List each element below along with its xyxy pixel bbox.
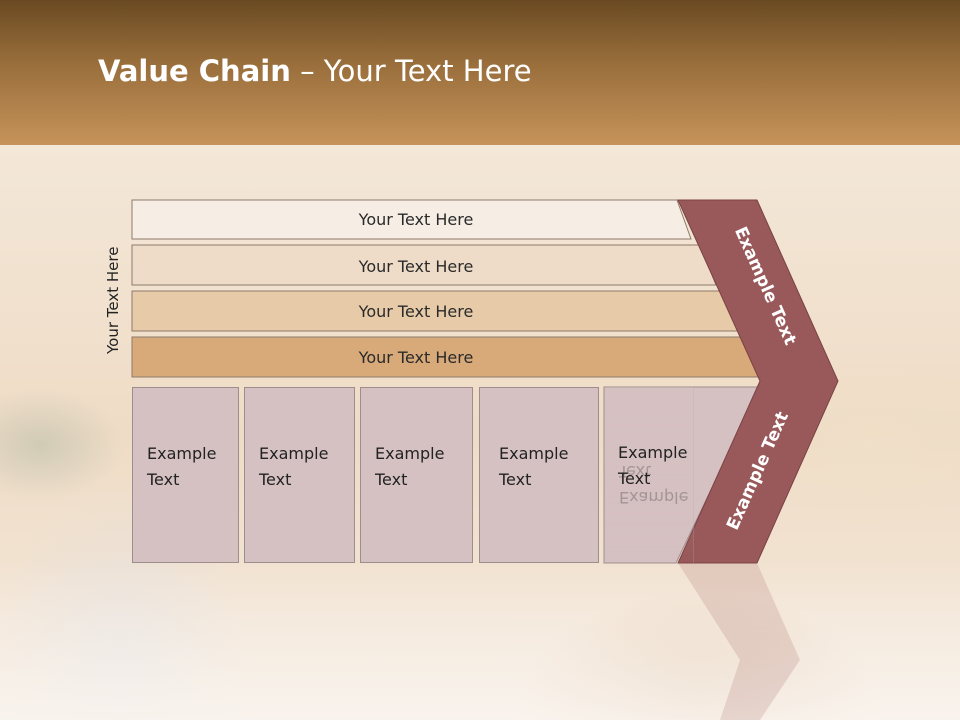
example-box-3: Example Text	[360, 387, 473, 563]
bar-4-text-label: Your Text Here	[358, 347, 474, 367]
example-box-3-line2: Text	[375, 470, 408, 489]
chevron-arrow	[677, 199, 839, 564]
bar-1-shape	[131, 199, 692, 240]
example-box-5-line1: Example	[618, 443, 688, 462]
chevron-lower-label: Example Text	[722, 408, 793, 534]
title-bold: Value Chain	[98, 54, 291, 88]
bar-4-text: Your Text Here	[132, 337, 700, 377]
example-box-3-line1: Example	[375, 444, 445, 463]
bar-1-text-label: Your Text Here	[358, 210, 474, 229]
example-box-2-line1: Example	[259, 444, 329, 463]
bar-3-text-label: Your Text Here	[358, 301, 474, 321]
bar-3-text: Your Text Here	[132, 291, 700, 331]
example-box-4: Example Text	[479, 387, 599, 563]
bar-1-text: Your Text Here	[132, 200, 700, 239]
slide-title: Value Chain – Your Text Here	[98, 54, 532, 88]
example-box-1-line1: Example	[147, 444, 217, 463]
title-banner: Value Chain – Your Text Here	[0, 0, 960, 145]
example-box-4-line1: Example	[499, 444, 569, 463]
example-box-4-line2: Text	[499, 470, 532, 489]
chevron-reflection	[678, 563, 800, 720]
bar-2-text-label: Your Text Here	[358, 256, 474, 276]
bottom-fade	[0, 560, 960, 720]
title-rest: – Your Text Here	[290, 54, 532, 88]
bar-2-text: Your Text Here	[132, 246, 700, 286]
example-box-2: Example Text	[244, 387, 355, 563]
last-box-shape	[603, 386, 761, 564]
example-box-1-line2: Text	[147, 470, 180, 489]
chevron-upper-label: Example Text	[729, 223, 800, 349]
example-box-5-line2: Text	[618, 469, 651, 488]
example-box-1: Example Text	[132, 387, 239, 563]
example-box-2-line2: Text	[259, 470, 292, 489]
example-box-5: Example Text	[604, 387, 694, 563]
